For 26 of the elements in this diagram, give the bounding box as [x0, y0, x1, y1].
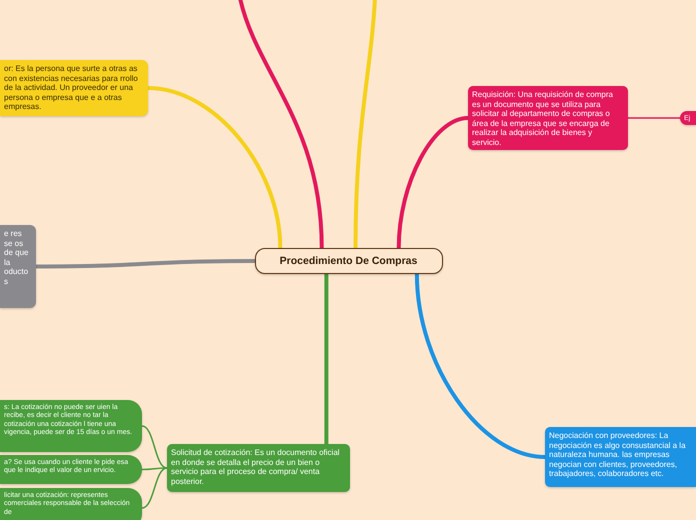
topic-box: [167, 444, 350, 492]
topic-text: Negociación con proveedores: La negociación es algo consustancial a la naturaleza humana. las empresas negocian con clientes, proveedores, trabajadores, colaboradores etc.: [549, 431, 687, 479]
topic-box: [0, 60, 148, 116]
topic-box: [680, 111, 696, 125]
topic-box: [468, 86, 628, 150]
topic-text: Requisición: Una requisición de compra es un documento que se utiliza para solicitar al departamento de compras o área de la empresa que se encarga de realizar la adquisición de bienes y servicio.: [472, 90, 614, 148]
topic-box: [545, 427, 696, 487]
connector: [141, 425, 168, 469]
topic-box: [0, 455, 142, 484]
connector: [146, 86, 282, 250]
connector: [414, 272, 547, 459]
topic-text: e res se os de que la oductos: [4, 229, 30, 287]
central-topic: [255, 248, 443, 274]
topic-box: [0, 225, 36, 308]
topic-box: [0, 488, 142, 520]
connector: [627, 117, 681, 119]
connector: [34, 259, 257, 268]
topic-box: [0, 400, 142, 452]
topic-text: Solicitud de cotización: Es un documento oficial en donde se detalla el precio de un bien o servicio para el proceso de compra/ venta posterior.: [171, 448, 341, 486]
connector: [238, 0, 324, 250]
connector: [396, 116, 470, 250]
connector: [354, 0, 377, 250]
connector: [141, 467, 168, 509]
connector: [324, 272, 328, 446]
topic-text: or: Es la persona que surte a otras as con existencias necesarias para rrollo de la actividad. Un proveedor er una persona o empresa que e a otras empresas.: [4, 64, 139, 112]
topic-text: Procedimiento De Compras: [278, 255, 418, 268]
